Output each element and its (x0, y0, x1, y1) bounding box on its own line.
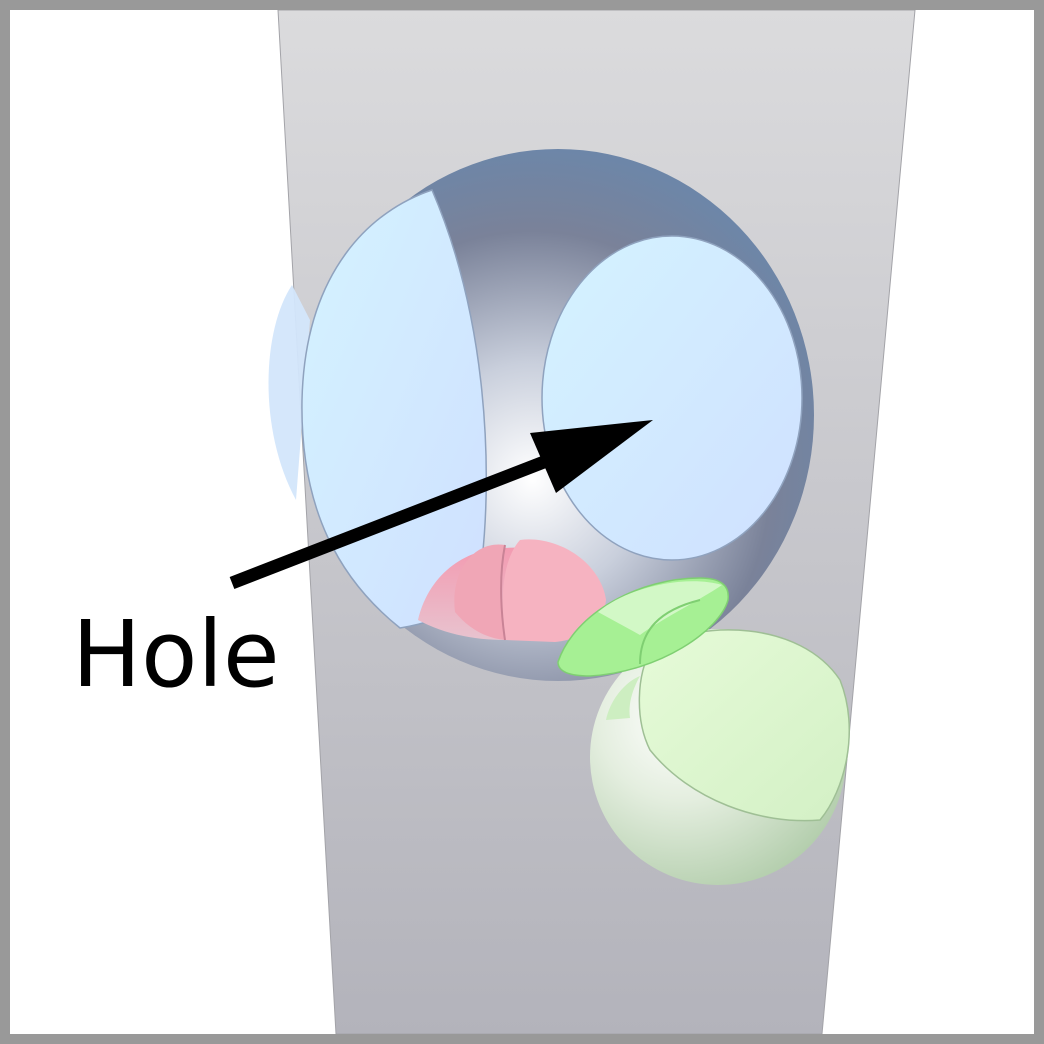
green-lens (557, 577, 729, 677)
green-sphere-rim (606, 676, 640, 720)
left-blue-cap (268, 285, 310, 500)
pink-inner-part (418, 539, 606, 642)
arrow-right-icon (229, 420, 653, 590)
left-opening (301, 189, 488, 629)
hole-label: Hole (72, 601, 280, 708)
green-sphere-cap (638, 629, 850, 822)
right-opening (541, 235, 803, 561)
